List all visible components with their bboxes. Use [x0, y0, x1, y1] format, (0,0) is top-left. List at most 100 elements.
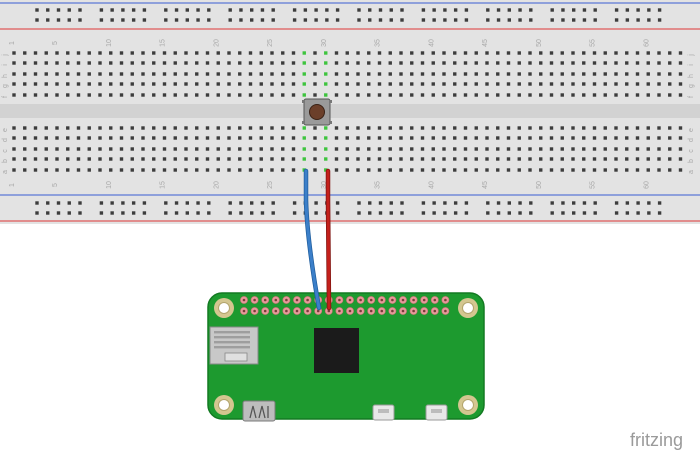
- breadboard-hole: [388, 147, 392, 151]
- power-rail-hole: [78, 8, 82, 12]
- breadboard-hole: [474, 72, 478, 76]
- breadboard-label: a: [688, 170, 695, 174]
- breadboard-hole: [442, 168, 446, 172]
- breadboard-hole: [582, 157, 586, 161]
- breadboard-hole: [55, 126, 59, 130]
- breadboard-hole: [571, 136, 575, 140]
- wires: [303, 168, 332, 311]
- power-rail-hole: [110, 201, 114, 205]
- gpio-pin-hole: [380, 309, 384, 313]
- power-rail-hole: [464, 211, 469, 215]
- breadboard-hole: [560, 168, 564, 172]
- breadboard-hole: [399, 51, 403, 55]
- micro-usb-power-port: [425, 404, 448, 421]
- power-rail-hole: [368, 8, 372, 12]
- breadboard-hole: [76, 93, 81, 97]
- breadboard-hole: [517, 82, 521, 86]
- breadboard-hole: [517, 72, 521, 76]
- breadboard-hole: [603, 147, 607, 151]
- breadboard-hole: [66, 93, 70, 97]
- breadboard-hole: [12, 147, 16, 151]
- breadboard-hole: [259, 136, 263, 140]
- breadboard-hole: [420, 51, 425, 55]
- breadboard-label: a: [2, 170, 9, 174]
- breadboard-hole: [453, 51, 457, 55]
- power-rail-hole: [174, 211, 179, 215]
- breadboard-hole: [119, 61, 124, 65]
- breadboard-hole: [33, 93, 38, 97]
- breadboard-hole: [195, 82, 199, 86]
- breadboard-hole: [410, 93, 414, 97]
- breadboard-hole: [485, 61, 489, 65]
- breadboard-hole: [678, 147, 683, 151]
- breadboard-hole: [98, 51, 102, 55]
- microsd-slot: [209, 326, 259, 365]
- breadboard-hole: [205, 93, 210, 97]
- power-rail-hole: [67, 18, 71, 22]
- power-rail-hole: [400, 201, 404, 205]
- breadboard-hole: [668, 93, 672, 97]
- breadboard-label: 45: [482, 39, 489, 47]
- processor-chip: [314, 328, 359, 373]
- power-rail-hole: [389, 18, 393, 22]
- power-rail-hole: [325, 8, 329, 12]
- breadboard-hole: [270, 61, 274, 65]
- power-rail-hole: [582, 18, 587, 22]
- gpio-pin-hole: [274, 309, 278, 313]
- breadboard-hole: [184, 82, 188, 86]
- power-rail-hole: [121, 18, 125, 22]
- breadboard-hole: [377, 136, 382, 140]
- breadboard-hole-connected: [324, 72, 328, 76]
- breadboard-hole: [184, 147, 188, 151]
- breadboard-hole: [367, 147, 371, 151]
- microsd-contacts: [214, 331, 250, 349]
- power-rail-hole: [250, 18, 254, 22]
- breadboard-hole: [345, 126, 349, 130]
- gpio-pin-hole: [391, 298, 394, 302]
- breadboard-label: g: [2, 84, 9, 88]
- power-rail-hole: [56, 18, 61, 22]
- breadboard-hole: [517, 93, 521, 97]
- micro-usb-tongue: [378, 409, 389, 413]
- breadboard-hole: [184, 157, 188, 161]
- power-rail-hole: [421, 8, 426, 12]
- power-rail-hole: [271, 8, 275, 12]
- power-rail-hole: [46, 201, 50, 205]
- breadboard-hole: [227, 51, 231, 55]
- breadboard-hole: [614, 157, 618, 161]
- breadboard-hole: [474, 82, 478, 86]
- breadboard-hole: [55, 61, 59, 65]
- breadboard-hole-connected: [324, 168, 328, 172]
- breadboard-label: c: [688, 149, 695, 153]
- breadboard-hole: [646, 61, 650, 65]
- breadboard-hole: [270, 168, 274, 172]
- breadboard-hole-connected: [324, 82, 328, 86]
- breadboard-hole: [87, 51, 91, 55]
- breadboard-hole: [635, 136, 640, 140]
- breadboard-hole: [291, 93, 296, 97]
- breadboard-hole: [356, 51, 360, 55]
- power-rail-hole: [614, 211, 619, 215]
- power-rail-hole: [303, 18, 308, 22]
- power-rail-hole: [561, 18, 565, 22]
- breadboard-label: 5: [52, 183, 59, 187]
- breadboard-hole: [506, 168, 511, 172]
- breadboard-hole: [291, 126, 296, 130]
- breadboard-hole: [528, 136, 532, 140]
- breadboard-hole: [313, 93, 317, 97]
- breadboard-hole: [517, 157, 521, 161]
- breadboard-hole: [55, 147, 59, 151]
- breadboard-hole: [55, 72, 59, 76]
- power-rail-hole: [228, 211, 232, 215]
- breadboard-hole: [270, 82, 274, 86]
- breadboard-hole: [657, 147, 661, 151]
- power-rail-hole: [453, 211, 458, 215]
- power-rail-hole: [582, 8, 587, 12]
- breadboard-hole: [356, 136, 360, 140]
- breadboard-hole: [76, 82, 81, 86]
- mini-hdmi-port: [242, 400, 276, 422]
- breadboard-hole: [603, 168, 607, 172]
- breadboard-hole: [291, 136, 296, 140]
- breadboard-hole: [313, 168, 317, 172]
- breadboard-hole: [410, 168, 414, 172]
